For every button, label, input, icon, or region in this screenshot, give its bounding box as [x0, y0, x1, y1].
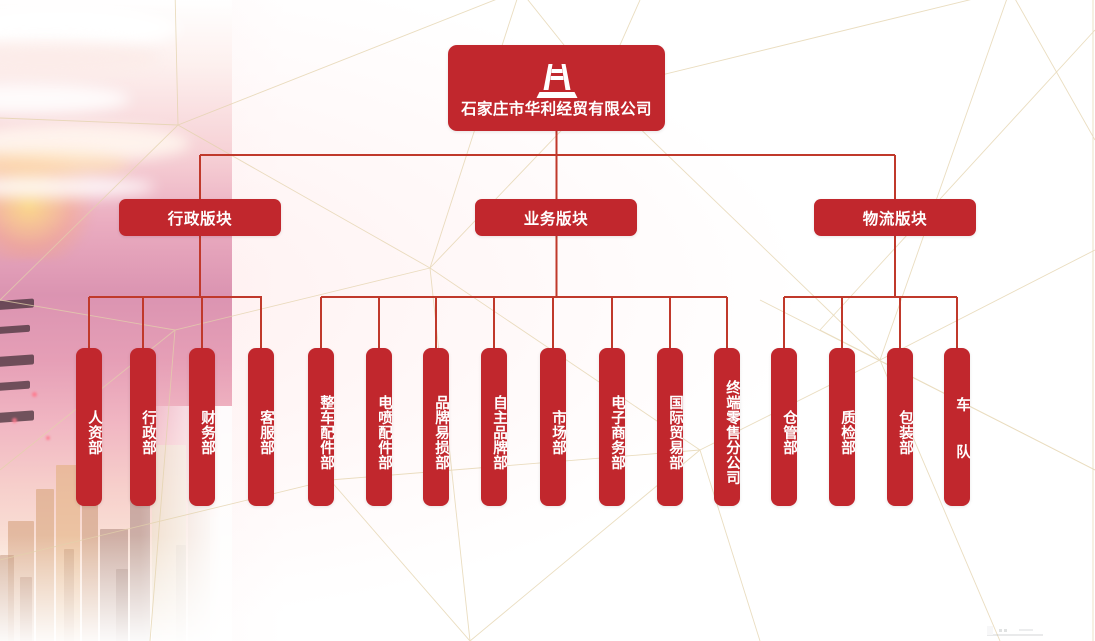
corner-watermark	[987, 626, 1043, 637]
dept-node-dianpenpeijianbu[interactable]: 电喷配件部	[366, 348, 392, 506]
dept-node-caiwubu[interactable]: 财务部	[189, 348, 215, 506]
division-label: 行政版块	[167, 210, 233, 228]
dept-node-zhijianbu[interactable]: 质检部	[829, 348, 855, 506]
dept-node-cangguanbu[interactable]: 仓管部	[771, 348, 797, 506]
dept-node-pinpaiyisunbu[interactable]: 品牌易损部	[423, 348, 449, 506]
dept-node-guojimaoyibu[interactable]: 国际贸易部	[657, 348, 683, 506]
dept-node-zizhupinpaibu[interactable]: 自主品牌部	[481, 348, 507, 506]
division-node-admin[interactable]: 行政版块	[119, 199, 281, 236]
light-spark	[32, 392, 37, 397]
root-node-label: 石家庄市华利经贸有限公司	[461, 101, 652, 119]
dept-node-zhongduanlingshou[interactable]: 终端零售分公司	[714, 348, 740, 506]
huali-arch-logo-icon	[536, 64, 577, 99]
division-node-business[interactable]: 业务版块	[475, 199, 637, 236]
division-node-logistics[interactable]: 物流版块	[814, 199, 976, 236]
division-label: 业务版块	[523, 210, 589, 228]
cloud	[0, 176, 155, 198]
division-label: 物流版块	[862, 210, 928, 228]
dept-node-cheduai[interactable]: 车 队	[944, 348, 970, 506]
dept-node-renzibu[interactable]: 人资部	[76, 348, 102, 506]
dept-node-zhengchepeijianbu[interactable]: 整车配件部	[308, 348, 334, 506]
dept-node-shichangbu[interactable]: 市场部	[540, 348, 566, 506]
dept-node-dianzishangwubu[interactable]: 电子商务部	[599, 348, 625, 506]
root-node-company[interactable]: 石家庄市华利经贸有限公司	[448, 45, 665, 131]
dept-node-baozhuangbu[interactable]: 包装部	[887, 348, 913, 506]
dept-node-kefubu[interactable]: 客服部	[248, 348, 274, 506]
dept-node-xingzhengbu[interactable]: 行政部	[130, 348, 156, 506]
background-cityscape-photo	[0, 0, 232, 641]
city-skyline	[0, 406, 232, 641]
